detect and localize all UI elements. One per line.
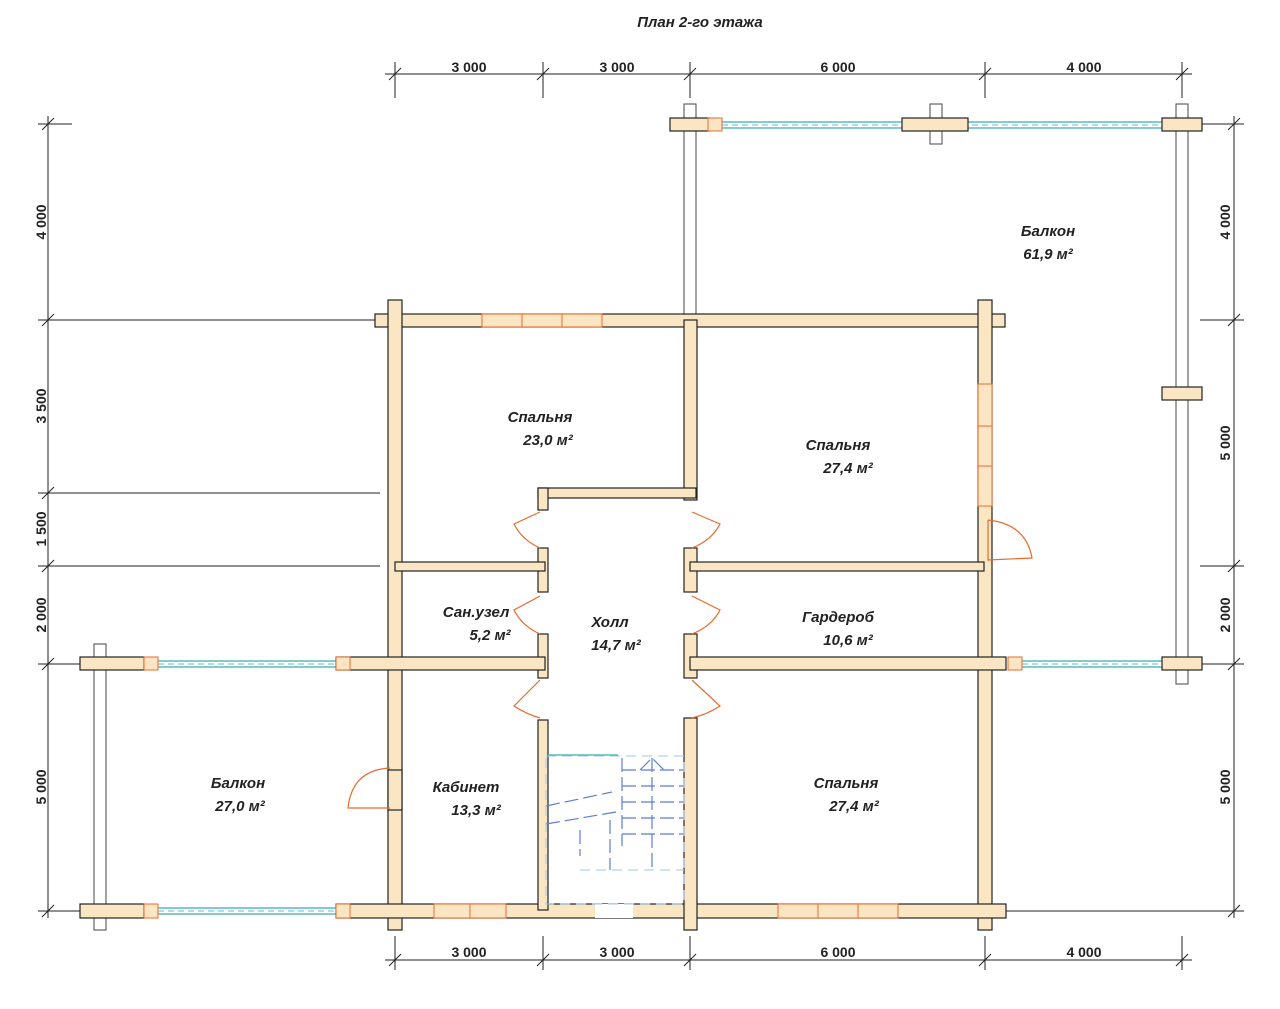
room-name-bedroom-3: Спальня (814, 775, 879, 792)
room-name-balcony-top: Балкон (1021, 223, 1075, 240)
room-name-bedroom-1: Спальня (508, 409, 573, 426)
room-area-office: 13,3 м² (451, 802, 501, 819)
dim-left-2: 3 500 (33, 388, 49, 423)
room-name-hall: Холл (590, 614, 629, 631)
room-area-balcony-top: 61,9 м² (1023, 246, 1073, 263)
dim-top-3: 6 000 (820, 59, 855, 75)
room-area-wardrobe: 10,6 м² (823, 632, 873, 649)
dim-top-1: 3 000 (451, 59, 486, 75)
dim-bottom-3: 6 000 (820, 944, 855, 960)
plan-title: План 2-го этажа (637, 14, 763, 31)
dim-right: 4 000 5 000 2 000 5 000 (1000, 116, 1244, 918)
room-name-bathroom: Сан.узел (443, 604, 510, 621)
room-area-bathroom: 5,2 м² (469, 627, 511, 644)
dim-right-4: 5 000 (1217, 769, 1233, 804)
doors (347, 511, 1033, 809)
dim-top-4: 4 000 (1066, 59, 1101, 75)
windows (79, 117, 1203, 919)
room-area-balcony-left: 27,0 м² (214, 798, 265, 815)
walls (335, 299, 1007, 931)
dim-right-1: 4 000 (1217, 204, 1233, 239)
dim-right-2: 5 000 (1217, 425, 1233, 460)
room-name-office: Кабинет (433, 779, 500, 796)
dim-bottom-1: 3 000 (451, 944, 486, 960)
dim-bottom-2: 3 000 (599, 944, 634, 960)
dim-bottom: 3 000 3 000 6 000 4 000 (385, 936, 1192, 970)
room-area-bedroom-3: 27,4 м² (828, 798, 879, 815)
room-name-bedroom-2: Спальня (806, 437, 871, 454)
dim-right-3: 2 000 (1217, 597, 1233, 632)
dim-bottom-4: 4 000 (1066, 944, 1101, 960)
dim-left: 4 000 3 500 1 500 2 000 5 000 (33, 116, 380, 918)
dim-left-5: 5 000 (33, 769, 49, 804)
dim-left-4: 2 000 (33, 597, 49, 632)
dim-left-3: 1 500 (33, 511, 49, 546)
room-area-hall: 14,7 м² (591, 637, 641, 654)
room-area-bedroom-2: 27,4 м² (822, 460, 873, 477)
room-name-balcony-left: Балкон (211, 775, 265, 792)
staircase (545, 754, 685, 905)
room-name-wardrobe: Гардероб (802, 609, 874, 626)
dim-top: 3 000 3 000 6 000 4 000 (385, 59, 1192, 98)
dim-top-2: 3 000 (599, 59, 634, 75)
dim-left-1: 4 000 (33, 204, 49, 239)
room-area-bedroom-1: 23,0 м² (522, 432, 573, 449)
room-labels: Балкон 61,9 м² Спальня 23,0 м² Спальня 2… (211, 223, 1075, 819)
